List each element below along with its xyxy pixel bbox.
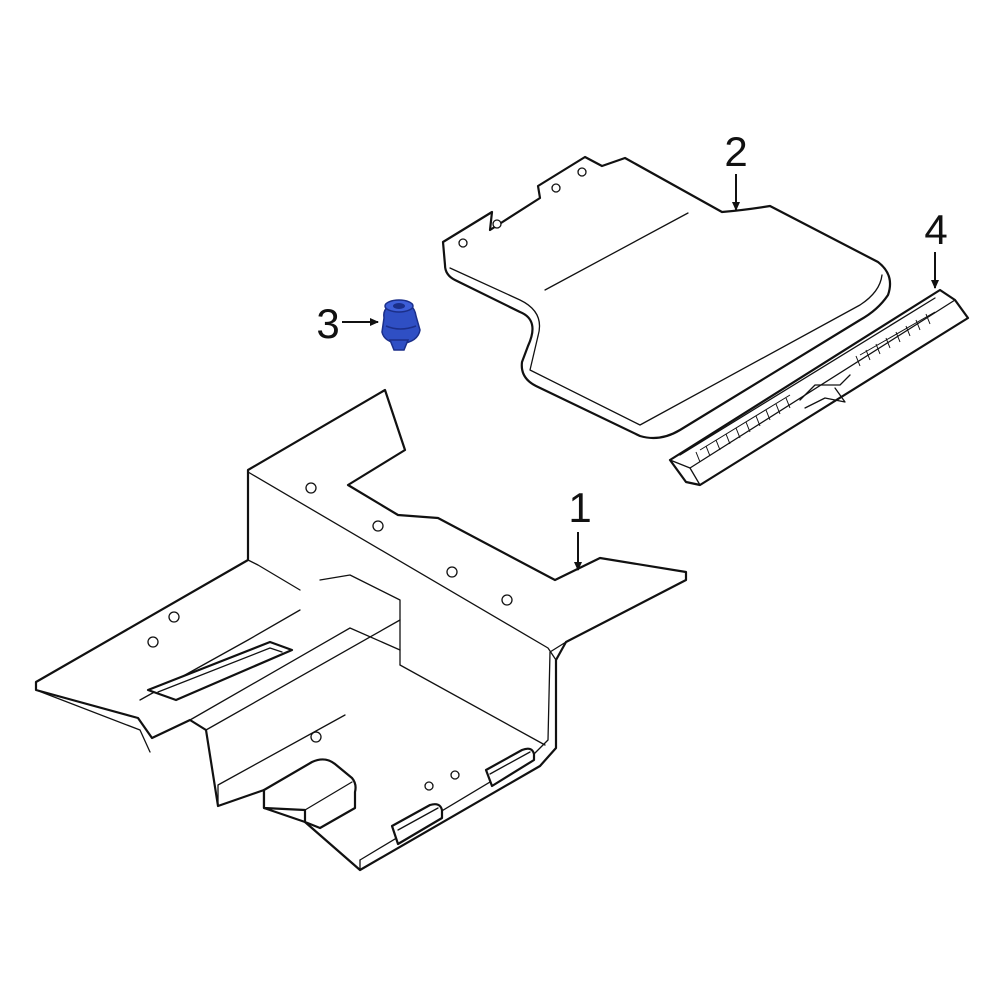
callout-2-label: 2 (724, 128, 747, 175)
part-1-floor-panel (34, 388, 688, 872)
callout-1: 1 (568, 484, 592, 571)
callout-3: 3 (316, 300, 379, 347)
callout-4: 4 (924, 206, 948, 289)
part-3-clip (381, 299, 421, 351)
callout-4-label: 4 (924, 206, 947, 253)
callout-1-label: 1 (568, 484, 591, 531)
scuff-plate-ribs (695, 313, 931, 463)
callout-2: 2 (724, 128, 748, 211)
part-2-cargo-panel (441, 155, 892, 440)
part-4-scuff-plate (668, 288, 970, 487)
callout-3-label: 3 (316, 300, 339, 347)
